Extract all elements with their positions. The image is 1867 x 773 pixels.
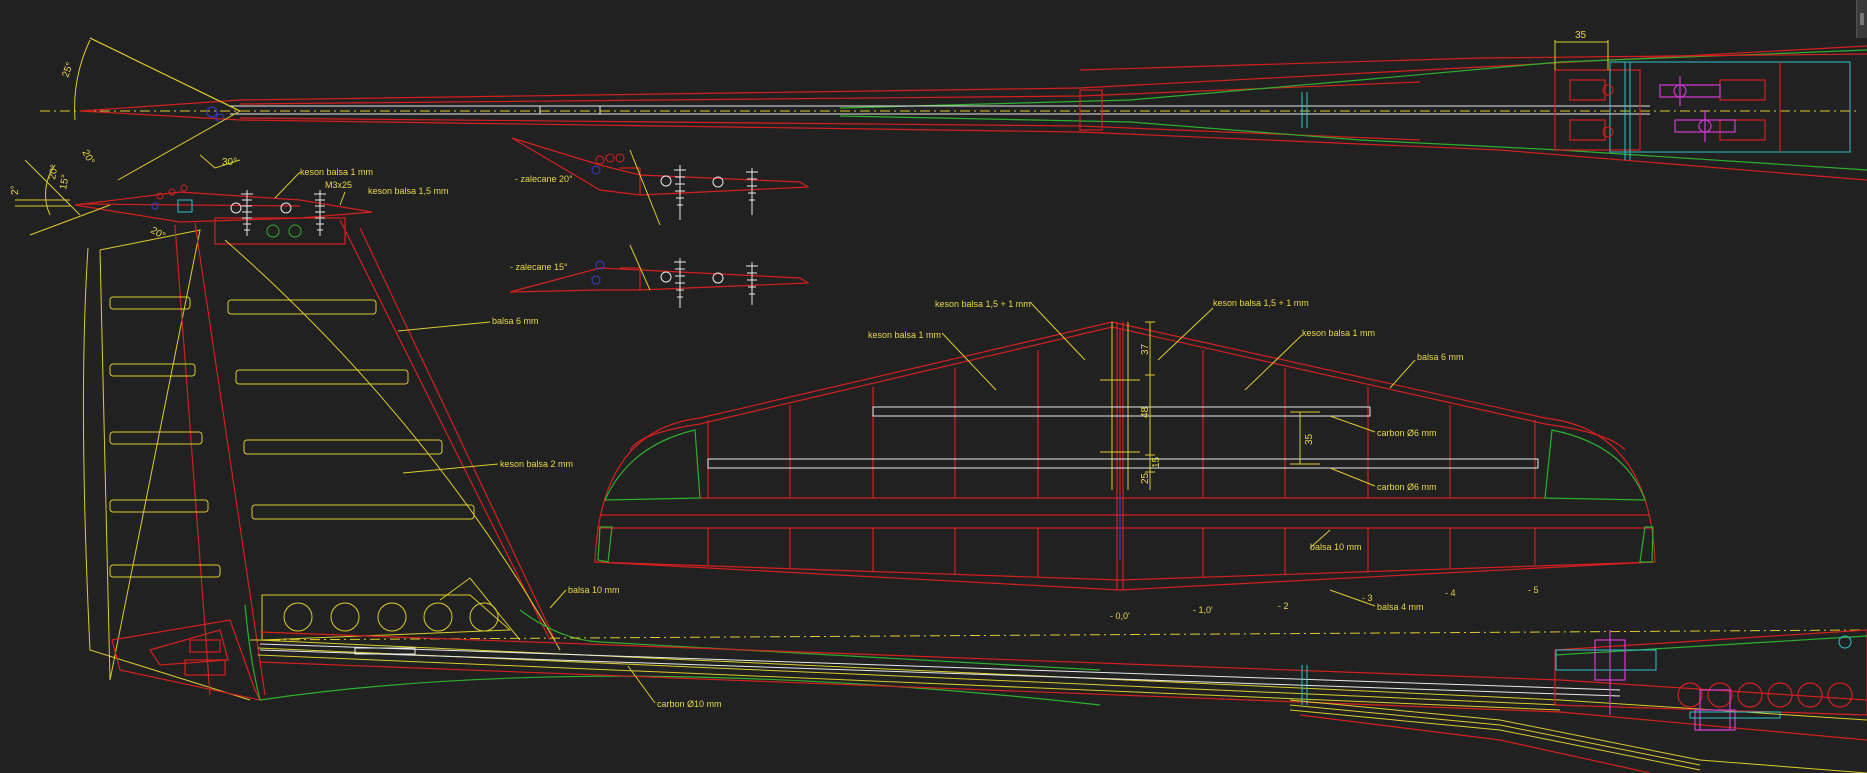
dim-48: 48 — [1140, 406, 1151, 418]
label-carbon-10: carbon Ø10 mm — [657, 699, 722, 709]
fuselage-bottom-view — [249, 629, 1867, 773]
label-keson-15-1-left: keson balsa 1,5 + 1 mm — [935, 299, 1031, 309]
label-zalecane-20: - zalecane 20° — [515, 174, 573, 184]
label-keson-1-right: keson balsa 1 mm — [1302, 328, 1375, 338]
dim-37: 37 — [1140, 343, 1151, 355]
angle-30: 30° — [222, 157, 237, 168]
label-balsa-4: balsa 4 mm — [1377, 602, 1424, 612]
label-keson-balsa-2: keson balsa 2 mm — [500, 459, 573, 469]
side-2: 2° — [10, 185, 21, 195]
screw-icon — [241, 190, 253, 236]
station-label: - 5 — [1528, 585, 1539, 595]
dim-25: 25 — [1140, 472, 1151, 484]
servo-icon — [1674, 110, 1736, 142]
screw-icon — [674, 165, 686, 220]
station-label: - 1,0' — [1193, 605, 1213, 615]
fuselage-top-view: 35 25° 20° 30° — [40, 30, 1867, 181]
station-label: - 0,0' — [1110, 611, 1130, 621]
station-label: - 3 — [1362, 593, 1373, 603]
stabilizer-plan-view: 37 48 25 15 35 — [594, 321, 1656, 591]
station-marks: - 0,0' - 1,0' - 2 - 3 - 4 - 5 — [1110, 585, 1539, 621]
label-carbon-6-bottom: carbon Ø6 mm — [1377, 482, 1437, 492]
screw-icon — [746, 168, 758, 215]
station-label: - 2 — [1278, 601, 1289, 611]
angle-25: 25° — [60, 61, 76, 79]
label-balsa-6-fin: balsa 6 mm — [492, 316, 539, 326]
dim-35: 35 — [1304, 433, 1315, 445]
dim-15: 15 — [1151, 456, 1162, 468]
label-keson-balsa-1: keson balsa 1 mm — [300, 167, 373, 177]
section-zalecane-20: - zalecane 20° — [511, 137, 810, 226]
label-balsa-6-stab: balsa 6 mm — [1417, 352, 1464, 362]
servo-icon — [1594, 630, 1781, 731]
side-20: 20° — [47, 164, 60, 181]
section-zalecane-15: - zalecane 15° — [509, 244, 810, 308]
label-carbon-6-top: carbon Ø6 mm — [1377, 428, 1437, 438]
label-keson-1-left: keson balsa 1 mm — [868, 330, 941, 340]
label-keson-15-1-right: keson balsa 1,5 + 1 mm — [1213, 298, 1309, 308]
dim-35-top: 35 — [1575, 30, 1587, 41]
fin-side-view — [82, 219, 1101, 706]
screw-icon — [674, 258, 686, 308]
label-m3x25: M3x25 — [325, 180, 352, 190]
label-balsa-10-stab: balsa 10 mm — [1310, 542, 1362, 552]
angle-20-a: 20° — [79, 148, 96, 167]
servo-icon — [1602, 76, 1721, 138]
screw-icon — [746, 262, 758, 305]
station-label: - 4 — [1445, 588, 1456, 598]
side-15: 15° — [58, 174, 71, 191]
label-balsa-10-fin: balsa 10 mm — [568, 585, 620, 595]
label-keson-balsa-15: keson balsa 1,5 mm — [368, 186, 449, 196]
label-zalecane-15: - zalecane 15° — [510, 262, 568, 272]
scroll-handle[interactable] — [1856, 0, 1867, 38]
screw-icon — [314, 190, 326, 236]
